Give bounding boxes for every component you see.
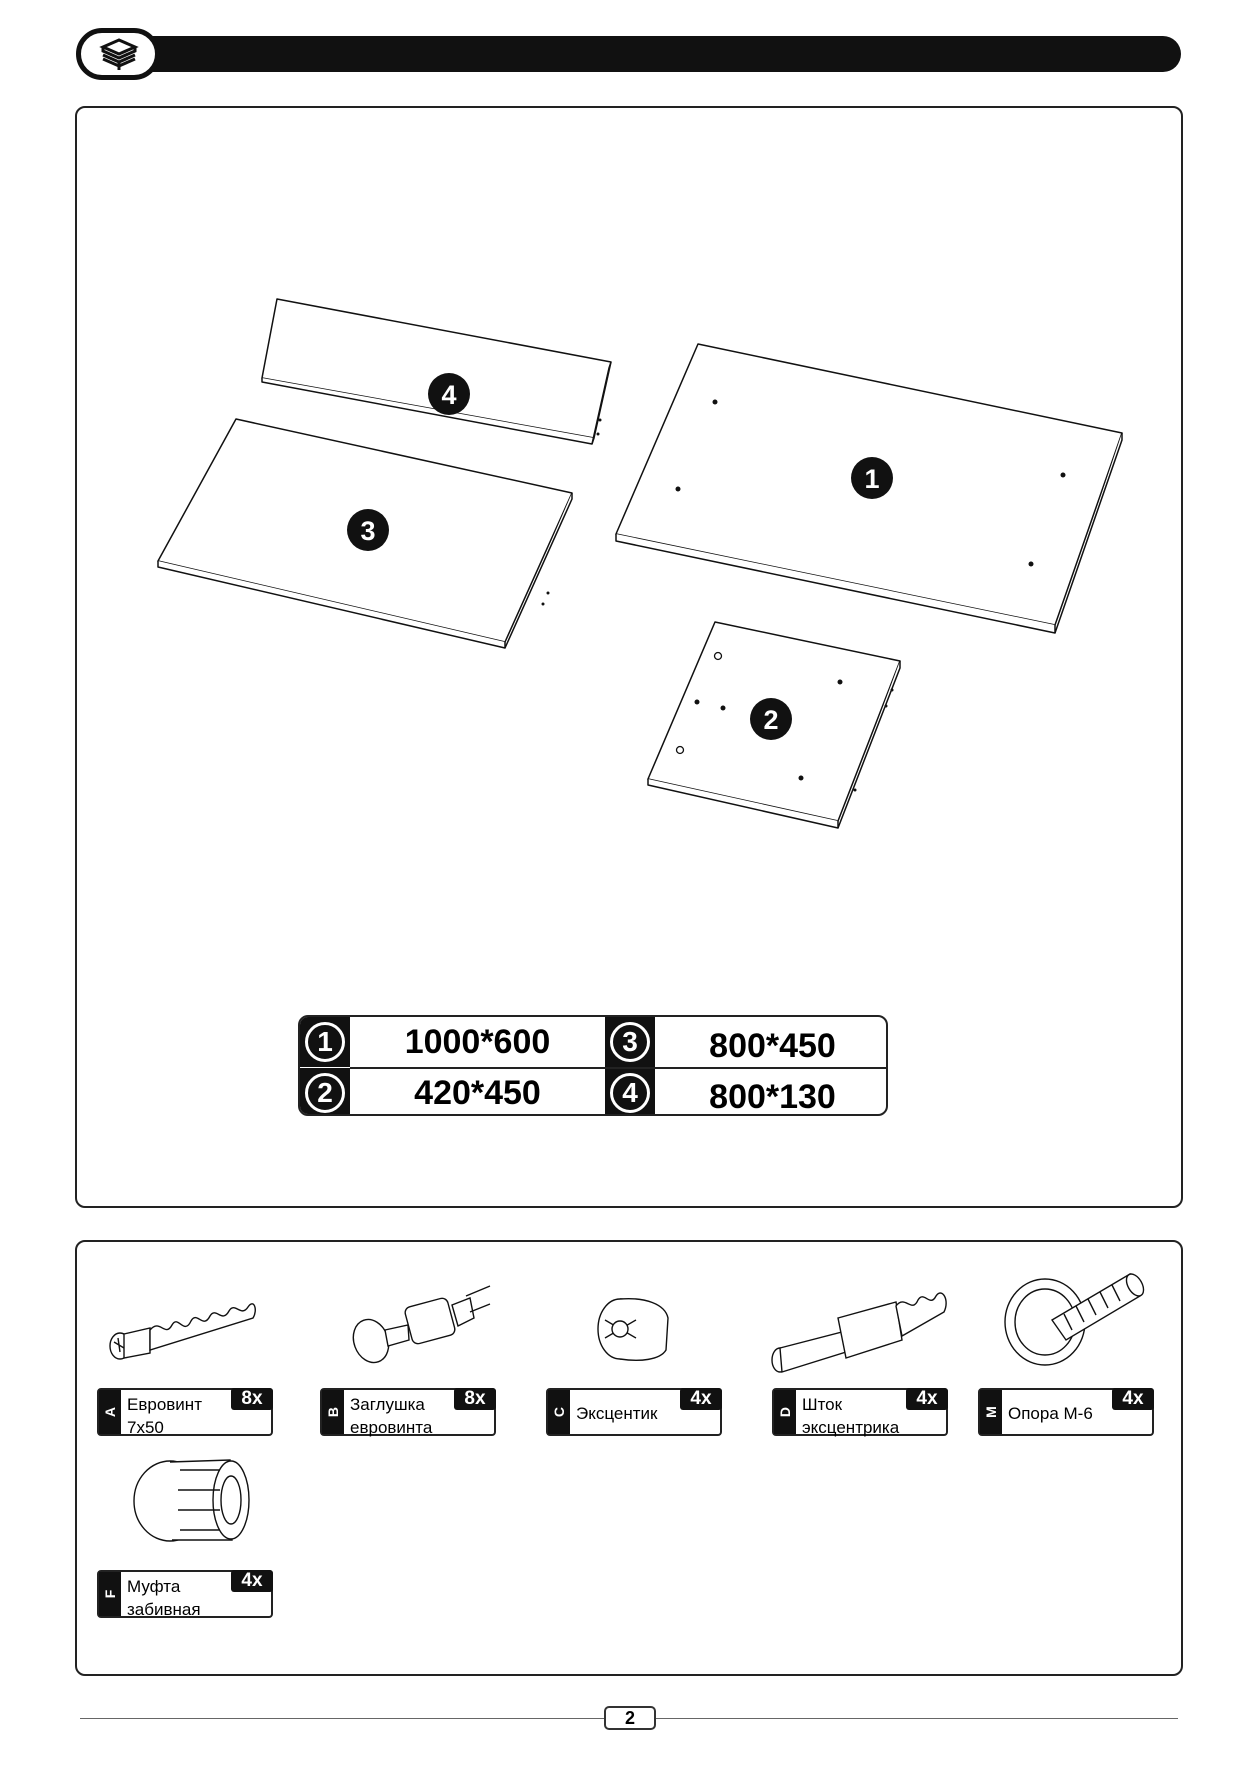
insert-nut-icon — [133, 1459, 250, 1542]
header-bar — [78, 36, 1181, 72]
part-number: 3 — [605, 1017, 655, 1067]
hardware-quantity: 8x — [231, 1388, 273, 1410]
hardware-letter: M — [980, 1390, 1002, 1434]
hardware-quantity: 4x — [1112, 1388, 1154, 1410]
badge-2: 2 — [750, 698, 792, 740]
page-number: 2 — [604, 1706, 656, 1730]
hardware-letter: C — [548, 1390, 570, 1434]
header-badge — [76, 28, 160, 80]
box-icon — [99, 38, 139, 70]
hardware-label-c: C 4x Эксцентик — [546, 1388, 722, 1436]
hardware-letter: B — [322, 1390, 344, 1434]
svg-text:1: 1 — [864, 464, 879, 494]
badge-4: 4 — [428, 373, 470, 415]
part-number: 4 — [605, 1068, 655, 1114]
hardware-quantity: 4x — [906, 1388, 948, 1410]
hardware-name: Заглушка евровинта — [350, 1395, 433, 1437]
euroscrew-icon — [109, 1303, 256, 1360]
part-number: 2 — [300, 1068, 350, 1114]
hardware-letter: D — [774, 1390, 796, 1434]
part-dimensions: 800*130 — [709, 1078, 836, 1116]
leveling-foot-icon — [1004, 1273, 1145, 1366]
hardware-label-f: F 4x Муфта забивная — [97, 1570, 273, 1619]
hardware-name: Опора М-6 — [1008, 1404, 1093, 1423]
part-dimensions: 1000*600 — [404, 1023, 551, 1061]
hardware-name: Евровинт 7x50 — [127, 1395, 202, 1437]
screw-cap-icon — [352, 1285, 491, 1364]
part-dimensions: 420*450 — [414, 1074, 541, 1112]
hardware-quantity: 4x — [680, 1388, 722, 1410]
hardware-letter: F — [99, 1572, 121, 1616]
board-4 — [261, 298, 612, 445]
hardware-label-d: D 4x Шток эксцентрика — [772, 1388, 948, 1437]
hardware-name: Муфта забивная — [127, 1577, 201, 1619]
cam-lock-icon — [597, 1297, 669, 1361]
badge-3: 3 — [347, 509, 389, 551]
badge-1: 1 — [851, 457, 893, 499]
hardware-letter: A — [99, 1390, 121, 1434]
part-dimensions: 800*450 — [709, 1027, 836, 1065]
hardware-label-m: M 4x Опора М-6 — [978, 1388, 1154, 1436]
cam-bolt-icon — [771, 1292, 947, 1373]
part-number: 1 — [300, 1017, 350, 1067]
hardware-name: Шток эксцентрика — [802, 1395, 900, 1437]
hardware-quantity: 4x — [231, 1570, 273, 1592]
svg-text:2: 2 — [763, 705, 778, 735]
hardware-label-b: B 8x Заглушка евровинта — [320, 1388, 496, 1437]
hardware-label-a: A 8x Евровинт 7x50 — [97, 1388, 273, 1437]
svg-text:3: 3 — [360, 516, 375, 546]
dimensions-table: 1 2 3 4 1000*600 420*450 800*450 800*130 — [298, 1015, 888, 1116]
svg-text:4: 4 — [441, 380, 456, 410]
table-divider — [350, 1067, 886, 1069]
hardware-quantity: 8x — [454, 1388, 496, 1410]
hardware-name: Эксцентик — [576, 1404, 658, 1423]
